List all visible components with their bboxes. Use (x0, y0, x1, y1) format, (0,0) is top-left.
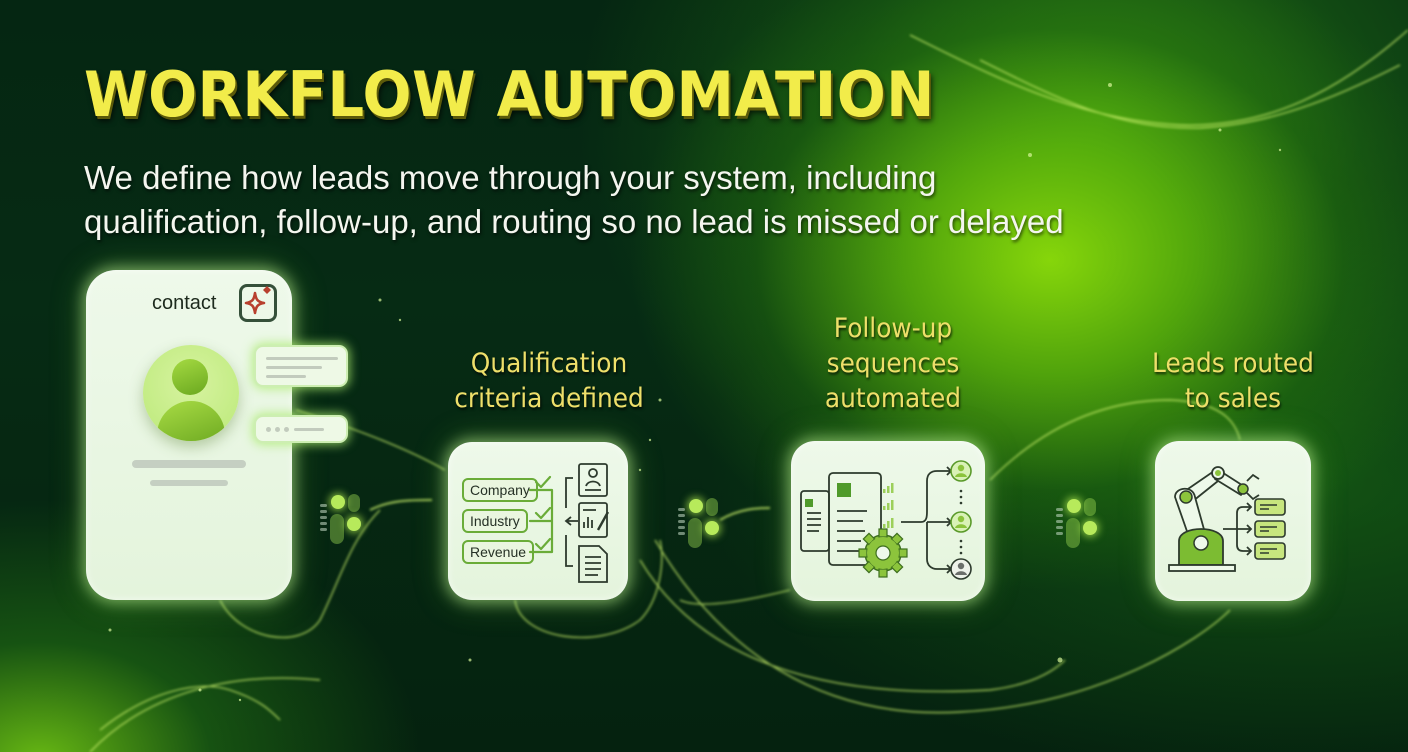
subtitle-line-1: We define how leads move through your sy… (84, 159, 937, 196)
branch-arrows-icon (1223, 502, 1253, 556)
avatar-icon (143, 345, 239, 441)
placeholder-bar (150, 480, 228, 486)
list-card-icon (1254, 498, 1286, 560)
subtitle-line-2: qualification, follow-up, and routing so… (84, 203, 1064, 240)
criteria-industry: Industry (462, 509, 528, 533)
connector-node (318, 490, 388, 550)
follow-up-card (791, 441, 985, 601)
gear-icon (858, 528, 908, 578)
qualification-card: Company Industry Revenue (448, 442, 628, 600)
step-label-routing: Leads routed to sales (1152, 348, 1314, 414)
contact-label: contact (152, 292, 217, 314)
page-subtitle: We define how leads move through your sy… (84, 156, 1204, 244)
connector-node (676, 494, 746, 554)
checkmark-icon (534, 506, 552, 520)
signal-bars-icon (883, 483, 894, 528)
page-title: WORKFLOW AUTOMATION (84, 58, 935, 131)
checkmark-icon (534, 475, 552, 489)
profile-document-icon (578, 463, 608, 497)
step-label-qualification: Qualification criteria defined (454, 348, 644, 414)
user-circle-icon (950, 460, 972, 580)
robot-arm-icon (1168, 466, 1286, 572)
criteria-revenue: Revenue (462, 540, 535, 564)
checkmark-icon (534, 537, 552, 551)
qualification-diagram (528, 463, 610, 583)
follow-up-diagram (800, 460, 972, 580)
report-chart-icon (578, 502, 608, 538)
placeholder-bar (132, 460, 246, 468)
typing-bubble-icon (254, 415, 348, 443)
chat-bubble-icon (254, 345, 348, 387)
sparkle-icon (239, 284, 277, 322)
routing-card (1155, 441, 1311, 601)
connector-node (1054, 494, 1124, 554)
step-label-follow-up: Follow-up sequences automated (824, 313, 962, 414)
document-icon (578, 545, 608, 583)
